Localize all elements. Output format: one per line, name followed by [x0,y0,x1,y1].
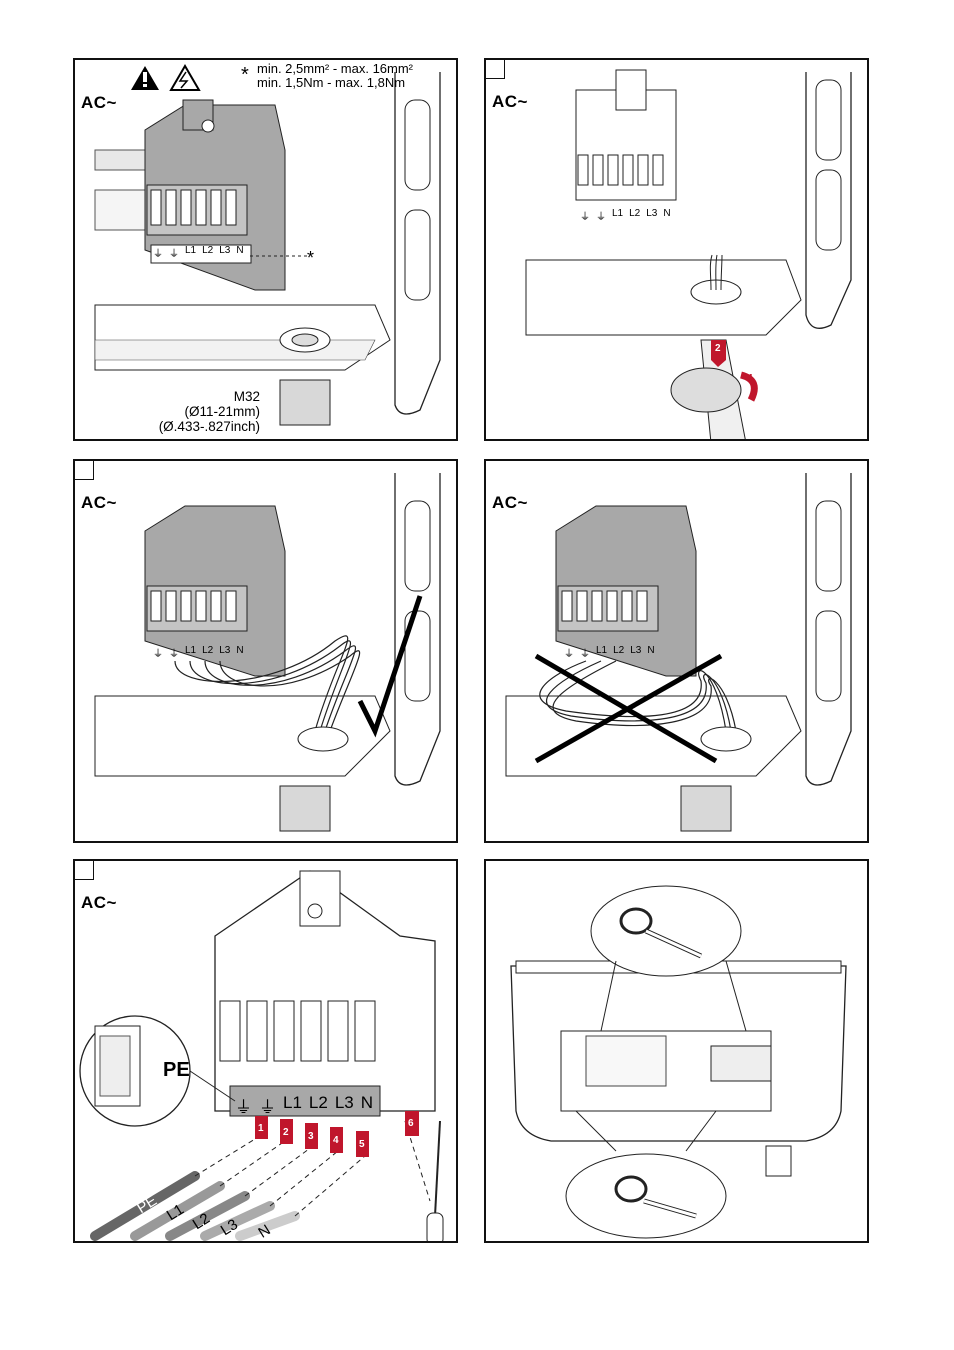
panel-5-illustration [79,870,444,1241]
spec-torque: min. 1,5Nm - max. 1,8Nm [257,75,406,90]
terminal-n: N [663,208,671,219]
panel-5: AC~ PE ⏚ ⏚ L1 L2 L3 N 1 2 3 4 5 6 PE L1 … [73,859,458,1243]
terminal-label-strip: ⏚ ⏚ L1 L2 L3 N [153,645,244,660]
terminal-slots [146,585,248,632]
ac-label: AC~ [81,93,117,112]
gland-spec: M32 (Ø11-21mm) (Ø.433-.827inch) [159,389,260,434]
panel-6-illustration [510,885,847,1239]
cable-wires [709,254,723,291]
terminal-pe-1: ⏚ [153,249,163,260]
terminal-l2: L2 [613,645,625,656]
terminal-l1: L1 [612,208,624,219]
wire-bundle [90,1171,300,1241]
step-checkbox [75,461,94,480]
terminal-l3: L3 [334,1093,354,1112]
callout-asterisk: * [307,248,315,268]
terminal-pe-1: ⏚ [580,212,590,223]
terminal-l2: L2 [202,245,214,256]
panel-4: AC~ ⏚ ⏚ L1 L2 L3 N [484,459,869,843]
terminal-label-strip: ⏚ ⏚ L1 L2 L3 N [235,1093,373,1118]
terminal-label-strip: ⏚ ⏚ L1 L2 L3 N [564,645,655,660]
ac-label: AC~ [492,92,528,111]
panel-1: AC~ * min. 2,5mm² - max. 16mm² min. 1,5N… [73,58,458,441]
terminal-pe-1: ⏚ [235,1098,252,1117]
panel-2: AC~ ⏚ ⏚ L1 L2 L3 N 2 1 [484,58,869,441]
terminal-l1: L1 [283,1093,302,1112]
terminal-pe-1: ⏚ [564,649,574,660]
step-arrows [255,1111,419,1157]
terminal-pe-1: ⏚ [153,649,163,660]
cable-tie-icon [619,907,703,959]
terminal-n: N [647,645,655,656]
ac-label: AC~ [81,493,117,512]
panel-1-illustration [94,64,441,426]
terminal-pe-2: ⏚ [596,212,606,223]
gland-diameter-mm: (Ø11-21mm) [184,404,260,419]
step-6: 6 [408,1118,414,1129]
step-4: 4 [333,1135,339,1146]
terminal-l2: L2 [202,645,214,656]
terminal-l3: L3 [219,645,231,656]
terminal-pe-2: ⏚ [169,649,179,660]
inverter-cabinet-icon [94,1025,141,1107]
step-2-arrow-icon [711,340,726,367]
step-1: 1 [258,1123,264,1134]
terminal-slots [577,154,664,186]
panel-3-illustration [94,473,441,832]
step-2: 2 [283,1127,289,1138]
terminal-n: N [236,645,244,656]
terminal-slots [146,184,248,236]
cable-tie-icon [614,1175,697,1219]
ac-label: AC~ [492,493,528,512]
panel-6 [484,859,869,1243]
terminal-l3: L3 [219,245,231,256]
ac-label: AC~ [81,893,117,912]
terminal-pe-2: ⏚ [259,1098,276,1117]
terminal-n: N [236,245,244,256]
step-2-number: 2 [715,343,721,354]
cable-wires [174,635,361,732]
check-mark-icon [357,595,423,738]
step-3: 3 [308,1131,314,1142]
pe-label: PE [163,1059,190,1081]
terminal-label-strip: ⏚ ⏚ L1 L2 L3 N [580,208,671,223]
terminal-l1: L1 [596,645,608,656]
screwdriver-icon [426,1120,444,1241]
terminal-pe-2: ⏚ [580,649,590,660]
electric-hazard-icon [169,64,201,91]
step-1-arrow-icon [739,371,758,402]
terminal-label-strip: ⏚ ⏚ L1 L2 L3 N [153,245,244,260]
panel-4-illustration [505,473,852,832]
terminal-l2: L2 [629,208,641,219]
gland-size: M32 [233,389,260,404]
panel-3: AC~ ⏚ ⏚ L1 L2 L3 N [73,459,458,843]
spec-asterisk: * [241,64,249,86]
panel-2-illustration [525,69,852,439]
terminal-l1: L1 [185,245,197,256]
step-5: 5 [359,1139,365,1150]
spec-cross-section: min. 2,5mm² - max. 16mm² [257,61,414,76]
terminal-slots [557,585,659,632]
terminal-n: N [360,1093,374,1112]
terminal-pe-2: ⏚ [169,249,179,260]
cross-mark-icon [534,653,723,764]
step-checkbox [75,861,94,880]
terminal-slots [219,1000,376,1062]
terminal-l3: L3 [646,208,658,219]
step-checkbox [486,60,505,79]
gland-diameter-inch: (Ø.433-.827inch) [158,419,260,434]
warning-icon [131,66,159,90]
spec-block: * min. 2,5mm² - max. 16mm² min. 1,5Nm - … [241,62,413,90]
terminal-l1: L1 [185,645,197,656]
terminal-l3: L3 [630,645,642,656]
step-1-number: 1 [748,373,754,384]
terminal-l2: L2 [308,1093,328,1112]
